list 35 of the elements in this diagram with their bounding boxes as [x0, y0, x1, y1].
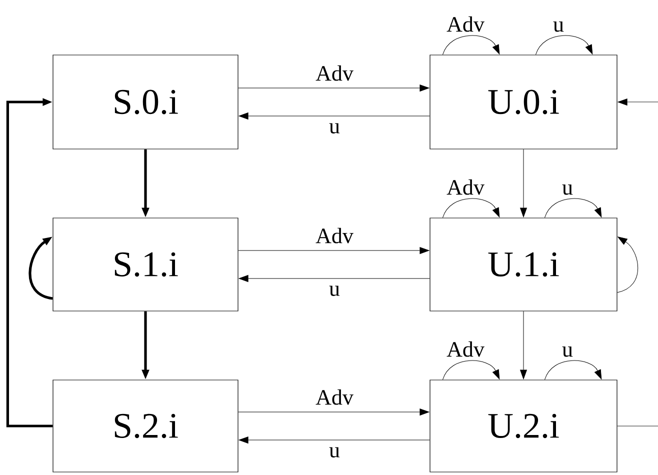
arrow	[618, 98, 658, 106]
arrow	[617, 236, 638, 293]
edge-label: Adv	[314, 64, 354, 82]
edge-label: Adv	[314, 226, 354, 244]
edge-label: u	[561, 184, 574, 196]
arrow	[544, 198, 602, 218]
state-box: U.0.i	[430, 54, 618, 150]
state-box: S.2.i	[52, 380, 238, 472]
state-box: U.1.i	[430, 218, 618, 312]
arrow	[442, 198, 500, 218]
arrow	[442, 360, 500, 380]
arrow	[238, 84, 430, 92]
edge-label: Adv	[446, 15, 486, 33]
state-box: S.0.i	[52, 54, 238, 150]
arrow	[238, 408, 430, 416]
edge-label: Adv	[314, 388, 354, 406]
edge-label: u	[561, 346, 574, 358]
arrow	[442, 35, 500, 55]
arrow	[238, 275, 430, 282]
edge-label: Adv	[446, 178, 486, 196]
arrow	[238, 436, 430, 444]
edge-label: u	[328, 284, 341, 298]
state-box: U.2.i	[430, 380, 618, 472]
edge-label: u	[328, 122, 341, 135]
edge-label: Adv	[446, 340, 486, 358]
arrow	[544, 360, 602, 380]
state-box: S.1.i	[52, 218, 238, 312]
arrow	[6, 98, 53, 428]
arrow	[238, 247, 430, 254]
edge-label: u	[552, 20, 565, 33]
arrow	[520, 149, 527, 218]
arrow	[238, 112, 430, 120]
arrow	[520, 311, 527, 380]
edge-label: u	[328, 446, 341, 459]
arrow	[535, 35, 593, 55]
